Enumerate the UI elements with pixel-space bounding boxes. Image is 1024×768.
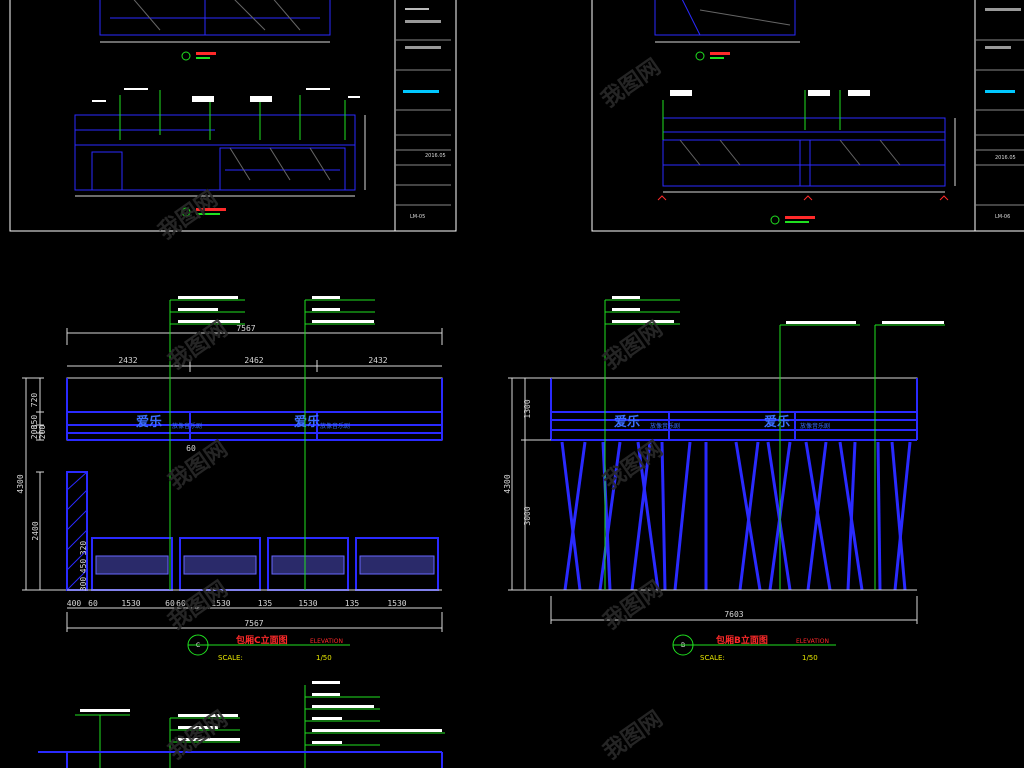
b-sign-text-2: 爱乐 — [764, 414, 790, 430]
b-scale-word: SCALE: — [700, 654, 725, 662]
c-seat-dim-3: 300 — [79, 577, 88, 592]
c-left-dim-4: 200 — [38, 425, 47, 440]
b-title: 包厢B立面图 — [715, 634, 768, 646]
c-lower-height: 2400 — [31, 521, 40, 540]
c-left-dim-3: 200 — [30, 425, 39, 440]
c-top-dim-3: 2432 — [368, 356, 387, 365]
sheet-right: 2016.05 LM-06 — [591, 0, 1024, 232]
b-upper-height: 1300 — [523, 399, 532, 418]
b-lower-height: 3000 — [523, 506, 532, 525]
lower-elevation-right-title — [770, 215, 815, 225]
c-leaders — [169, 299, 375, 590]
bottom-partial-elevation — [38, 681, 445, 768]
sheet-date-left: 2016.05 — [425, 153, 446, 159]
c-left-dim-1: 720 — [30, 393, 39, 408]
c-bottom-dim-3: 1530 — [121, 599, 140, 608]
title-block-right: 2016.05 LM-06 — [975, 8, 1024, 220]
lower-elevation-right — [657, 90, 956, 201]
b-leaders — [604, 299, 945, 590]
watermark-6: 我图网 — [599, 437, 667, 495]
c-center-mark: 60 — [186, 444, 196, 453]
c-sign-sub-2: 放像音乐剧 — [320, 422, 350, 430]
b-elevation-word: ELEVATION — [796, 638, 829, 645]
upper-elevation-left-title — [181, 51, 216, 61]
b-overall-width: 7603 — [724, 610, 743, 619]
elevation-b: 爱乐 放像音乐剧 爱乐 放像音乐剧 — [503, 296, 945, 662]
c-sign-text-2: 爱乐 — [294, 414, 320, 430]
c-bottom-dim-8: 1530 — [298, 599, 317, 608]
c-bottom-dim-5: 60 — [176, 599, 186, 608]
sheet-number-left: LM-05 — [410, 214, 425, 220]
c-sign-sub-1: 放像音乐剧 — [172, 422, 202, 430]
c-top-dim-2: 2462 — [244, 356, 263, 365]
c-scale-value: 1/50 — [316, 654, 332, 662]
upper-elevation-right — [654, 0, 800, 43]
c-elevation-word: ELEVATION — [310, 638, 343, 645]
b-scale-value: 1/50 — [802, 654, 818, 662]
c-total-height: 4300 — [16, 474, 25, 493]
elevation-c: 7567 2432 2462 2432 爱乐 放像音乐剧 爱乐 放像音乐剧 60… — [16, 296, 443, 662]
c-bench-cushions — [95, 555, 435, 575]
c-bottom-dim-4: 60 — [165, 599, 175, 608]
b-total-height: 4300 — [503, 474, 512, 493]
c-bottom-dim-9: 135 — [345, 599, 360, 608]
c-leader-notes — [178, 296, 374, 323]
c-sign-text-1: 爱乐 — [136, 414, 162, 430]
c-bottom-dim-2: 60 — [88, 599, 98, 608]
sheet-left: 2016.05 LM-05 — [9, 0, 457, 232]
c-left-dim-2: 350 — [30, 415, 39, 430]
upper-elevation-left — [99, 0, 331, 43]
c-bottom-dim-1: 400 — [67, 599, 82, 608]
lower-elevation-left-title — [181, 207, 226, 217]
c-bottom-total: 7567 — [244, 619, 263, 628]
b-sign-sub-2: 放像音乐剧 — [800, 422, 830, 430]
c-seat-dim-2: 450 — [79, 559, 88, 574]
c-bottom-dim-10: 1530 — [387, 599, 406, 608]
watermark-4: 我图网 — [599, 317, 667, 375]
b-sign-sub-1: 放像音乐剧 — [650, 422, 680, 430]
b-drawing-title: B 包厢B立面图 ELEVATION SCALE: 1/50 — [672, 634, 836, 662]
b-cross-poles — [560, 441, 912, 591]
watermark-1: 我图网 — [154, 187, 222, 245]
watermark-10: 我图网 — [599, 707, 667, 765]
c-title: 包厢C立面图 — [235, 634, 288, 646]
title-block-left: 2016.05 LM-05 — [395, 8, 451, 220]
c-drawing-title: C 包厢C立面图 ELEVATION SCALE: 1/50 — [187, 634, 350, 662]
c-bottom-dim-7: 135 — [258, 599, 273, 608]
watermark-2: 我图网 — [597, 55, 665, 113]
watermark-5: 我图网 — [164, 437, 232, 495]
c-scale-word: SCALE: — [218, 654, 243, 662]
c-seat-dim-1: 320 — [79, 541, 88, 556]
lower-elevation-left — [74, 88, 366, 197]
c-bottom-dim-6: 1530 — [211, 599, 230, 608]
c-overall-width: 7567 — [236, 324, 255, 333]
upper-elevation-right-title — [695, 51, 730, 61]
sheet-number-right: LM-06 — [995, 214, 1010, 220]
sheet-date-right: 2016.05 — [995, 155, 1016, 161]
c-top-dim-1: 2432 — [118, 356, 137, 365]
b-sign-text-1: 爱乐 — [614, 414, 640, 430]
b-leader-notes — [612, 296, 944, 324]
